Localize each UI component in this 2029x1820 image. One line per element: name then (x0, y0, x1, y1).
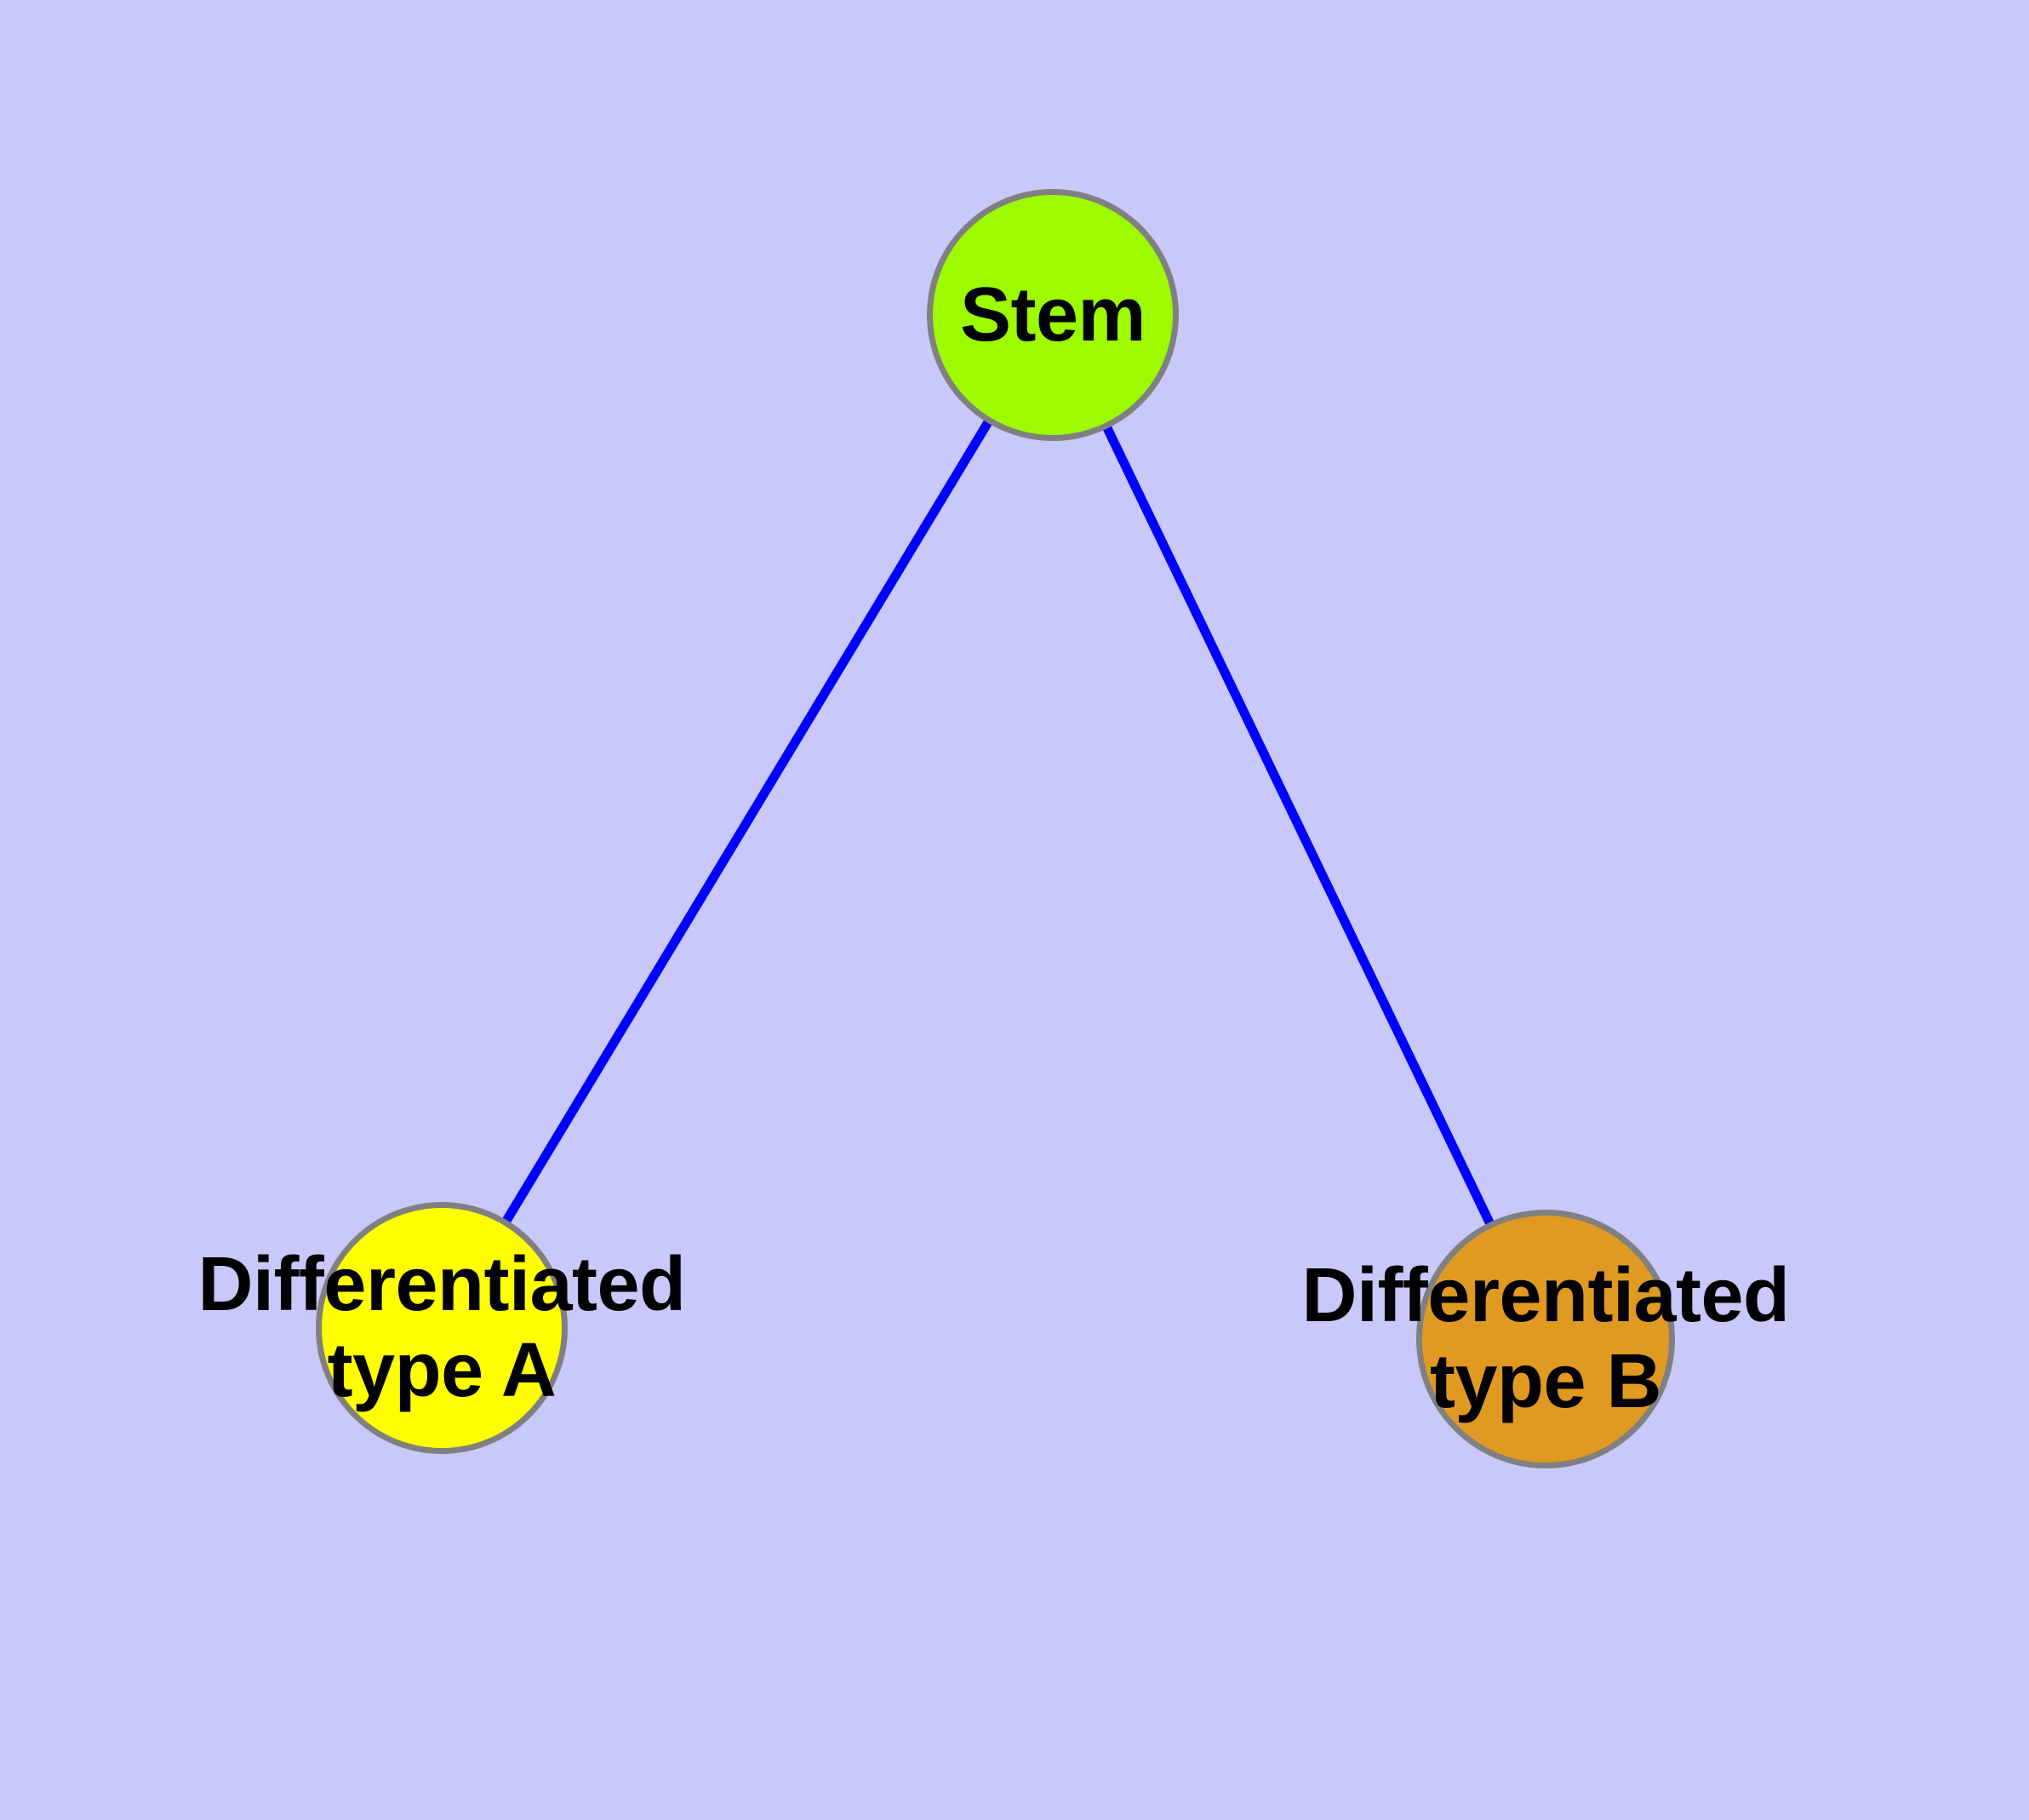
edge-stem-diff-a[interactable] (437, 312, 1057, 1331)
node-diff-a[interactable] (316, 1202, 568, 1454)
node-stem[interactable] (927, 189, 1179, 441)
edges-group (437, 312, 1550, 1342)
node-diff-b[interactable] (1416, 1210, 1675, 1468)
edge-stem-diff-b[interactable] (1049, 312, 1550, 1342)
